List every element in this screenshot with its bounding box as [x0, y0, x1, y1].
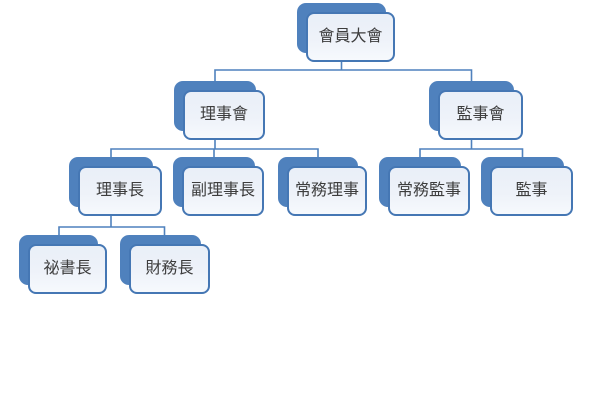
node-label: 財務長: [145, 260, 194, 277]
node-box: 會員大會: [306, 12, 395, 62]
node-box: 理事會: [183, 90, 265, 140]
node-box: 監事會: [438, 90, 523, 140]
node-treasurer: 財務長: [120, 235, 210, 294]
node-board-of-supervisors: 監事會: [429, 81, 523, 140]
node-box: 副理事長: [182, 166, 264, 216]
node-supervisor: 監事: [481, 157, 573, 216]
node-label: 監事: [515, 182, 548, 199]
node-managing-director: 常務理事: [278, 157, 367, 216]
node-box: 財務長: [129, 244, 210, 294]
node-label: 常務監事: [396, 182, 461, 199]
node-label: 祕書長: [43, 260, 92, 277]
node-label: 會員大會: [318, 28, 383, 45]
node-label: 監事會: [456, 106, 505, 123]
node-label: 理事會: [199, 106, 248, 123]
node-secretary-general: 祕書長: [19, 235, 107, 294]
node-chairman: 理事長: [69, 157, 162, 216]
node-label: 常務理事: [294, 182, 359, 199]
node-box: 理事長: [78, 166, 162, 216]
node-label: 理事長: [95, 182, 144, 199]
node-member-assembly: 會員大會: [297, 3, 395, 62]
node-box: 祕書長: [28, 244, 107, 294]
node-board-of-directors: 理事會: [174, 81, 265, 140]
node-box: 常務理事: [287, 166, 367, 216]
node-box: 監事: [490, 166, 573, 216]
node-box: 常務監事: [388, 166, 470, 216]
node-managing-supervisor: 常務監事: [379, 157, 470, 216]
node-vice-chairman: 副理事長: [173, 157, 264, 216]
node-label: 副理事長: [190, 182, 255, 199]
